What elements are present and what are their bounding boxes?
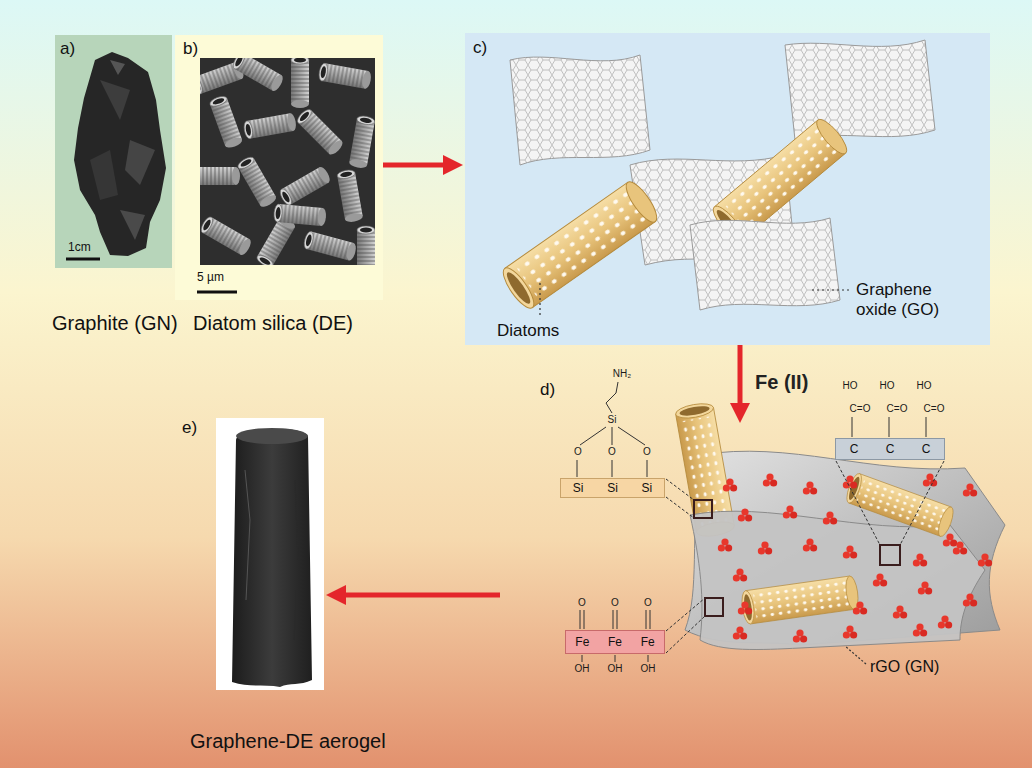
- scale-label: 1cm: [68, 241, 91, 255]
- composite-illustration: [577, 382, 1005, 664]
- chem-group-label: OH: [641, 664, 656, 674]
- panel-caption: Graphite (GN): [52, 312, 178, 335]
- carbon-chain-box: CCC: [835, 438, 945, 460]
- atom-symbol: C: [922, 443, 931, 455]
- chem-group-label: O: [643, 447, 651, 457]
- zoom-callouts: [666, 461, 944, 664]
- scale-label: 5 µm: [197, 271, 224, 285]
- aerogel-photo: [216, 418, 324, 690]
- panel-caption: Diatom silica (DE): [193, 312, 353, 335]
- diatom-sem-panel: b) 5 µm Diatom silica (DE): [175, 35, 383, 340]
- callout-label: rGO (GN): [870, 658, 939, 676]
- leader-line: [812, 289, 851, 290]
- diatom-sem-image: [175, 35, 383, 300]
- silane-chain-box: Si Si Si: [560, 478, 665, 498]
- chem-group-label: C=O: [924, 404, 945, 414]
- reagent-label: Fe (II): [755, 371, 808, 394]
- leader-line: [539, 283, 540, 316]
- iron-clusters: [718, 473, 992, 642]
- aerogel-panel: e)Graphene-DE aerogel: [216, 418, 324, 690]
- chem-group-label: O: [574, 447, 582, 457]
- chem-group-label: O: [578, 598, 586, 608]
- chem-group-label: Si: [608, 415, 617, 425]
- panel-caption: Graphene-DE aerogel: [190, 730, 386, 753]
- chem-group-label: HO: [880, 381, 895, 391]
- chem-group-label: C=O: [850, 404, 871, 414]
- chem-group-label: OH: [575, 664, 590, 674]
- panel-letter: b): [183, 39, 198, 59]
- composite-panel: d)rGO (GN)SiSiSiCCCFeFeFe: [500, 425, 1010, 690]
- atom-symbol: Fe: [641, 636, 655, 648]
- callout-label: Diatoms: [497, 321, 559, 341]
- chem-group-label: C=O: [887, 404, 908, 414]
- scale-bar: [197, 291, 237, 294]
- chem-group-label: OH: [608, 664, 623, 674]
- chem-group-label: O: [644, 598, 652, 608]
- panel-letter: a): [60, 39, 75, 59]
- panel-letter: d): [540, 380, 555, 400]
- atom-symbol: C: [886, 443, 895, 455]
- mixture-panel: c) Diatoms Graphene oxide (GO): [465, 33, 990, 345]
- graphite-panel: a) 1cmGraphite (GN): [50, 35, 195, 340]
- panel-letter: e): [182, 418, 197, 438]
- process-arrow: [383, 163, 443, 168]
- process-arrow: [346, 593, 500, 598]
- scale-bar: [66, 258, 100, 261]
- panel-letter: c): [473, 38, 487, 58]
- chem-group-label: NH₂: [613, 369, 631, 379]
- atom-symbol: Fe: [608, 636, 622, 648]
- chem-group-label: HO: [843, 381, 858, 391]
- atom-symbol: Si: [607, 482, 618, 494]
- atom-symbol: C: [850, 443, 859, 455]
- iron-chain-box: Fe Fe Fe: [565, 630, 665, 654]
- callout-label: Graphene oxide (GO): [856, 280, 966, 319]
- chem-group-label: HO: [917, 381, 932, 391]
- chem-group-label: O: [608, 447, 616, 457]
- chem-group-label: O: [611, 598, 619, 608]
- process-arrow: [738, 345, 743, 403]
- atom-symbol: Si: [641, 482, 652, 494]
- atom-symbol: Si: [573, 482, 584, 494]
- atom-symbol: Fe: [575, 636, 589, 648]
- bond-lines: [577, 382, 926, 662]
- mixture-illustration: [465, 33, 990, 345]
- graphite-photo: [55, 35, 172, 268]
